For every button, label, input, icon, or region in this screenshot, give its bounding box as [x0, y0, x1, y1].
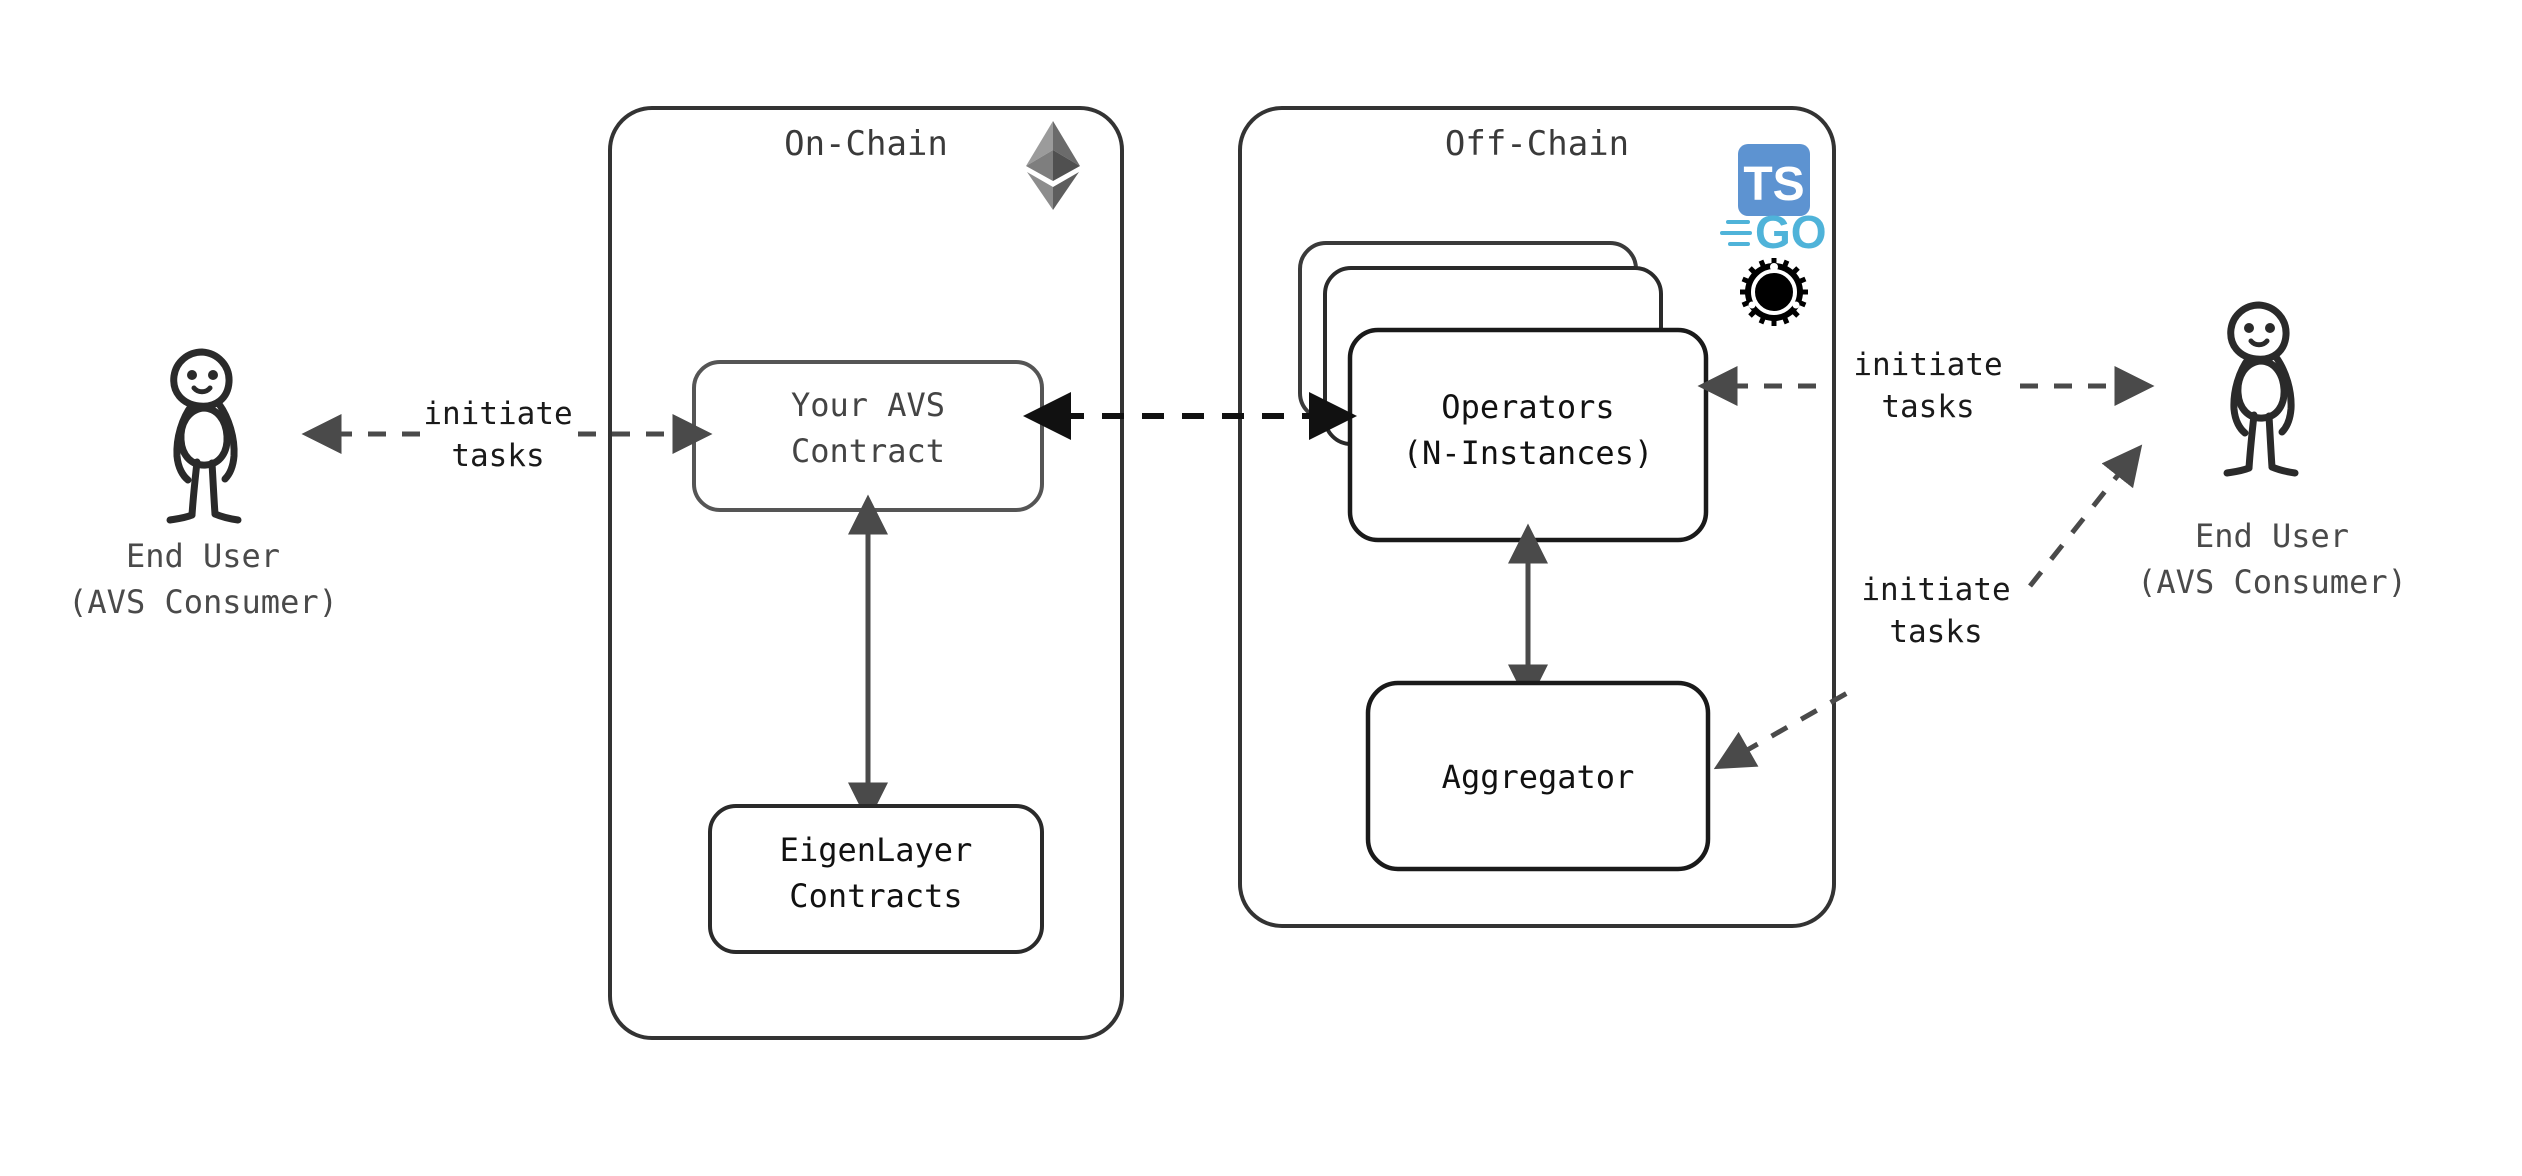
rust-logo-text: R — [1762, 275, 1786, 311]
go-logo: GO — [1720, 206, 1827, 258]
rust-logo: R — [1740, 258, 1808, 326]
actor-end-user-left-label-line2: (AVS Consumer) — [68, 583, 338, 621]
ethereum-logo — [1026, 121, 1080, 210]
node-avs-contract[interactable]: Your AVS Contract — [692, 360, 1044, 512]
rust-logo-gear — [1740, 258, 1808, 326]
node-operators-label-line1: Operators — [1441, 388, 1614, 426]
node-operators[interactable]: Operators (N-Instances) — [1298, 241, 1709, 543]
actor-end-user-right-label-line2: (AVS Consumer) — [2137, 563, 2407, 601]
node-eigenlayer-label-line2: Contracts — [789, 877, 962, 915]
go-logo-text: GO — [1755, 206, 1827, 258]
node-aggregator-label: Aggregator — [1442, 758, 1635, 796]
actor-end-user-left[interactable]: End User (AVS Consumer) — [68, 348, 338, 621]
node-aggregator-box[interactable] — [1365, 680, 1711, 872]
node-avs-contract-label-line1: Your AVS — [791, 386, 945, 424]
typescript-logo-bg — [1738, 144, 1810, 216]
edge-aggregator-to-user-right-label-line1: initiate — [1861, 572, 2010, 608]
edge-user-left-to-avs-label-line1: initiate — [423, 396, 572, 432]
actor-end-user-left-eye-left — [187, 370, 197, 380]
edge-aggregator-to-user-right-seg-upper — [2028, 444, 2143, 588]
edge-aggregator-to-user-right-label-line2: tasks — [1889, 614, 1982, 650]
panel-on-chain-title: On-Chain — [784, 124, 948, 164]
node-avs-contract-label-line2: Contract — [791, 432, 945, 470]
actor-end-user-right-eye-left — [2244, 323, 2254, 333]
edge-operators-to-user-right-label-line2: tasks — [1881, 389, 1974, 425]
node-eigenlayer-label-line1: EigenLayer — [780, 831, 973, 869]
typescript-logo-text: TS — [1743, 158, 1804, 211]
edge-user-left-to-avs-label-line2: tasks — [451, 438, 544, 474]
actor-end-user-right-eye-right — [2265, 323, 2275, 333]
edge-operators-to-user-right: initiate tasks — [1697, 347, 2155, 425]
actor-end-user-left-eye-right — [208, 370, 218, 380]
edge-aggregator-to-user-right-seg-lower — [1713, 685, 1858, 770]
panel-off-chain-title: Off-Chain — [1445, 124, 1629, 164]
edge-operators-to-user-right-label-line1: initiate — [1853, 347, 2002, 383]
node-eigenlayer-contracts[interactable]: EigenLayer Contracts — [708, 804, 1044, 954]
actor-end-user-right[interactable]: End User (AVS Consumer) — [2137, 301, 2407, 601]
actor-end-user-left-figure — [166, 348, 242, 524]
node-operators-label-line2: (N-Instances) — [1403, 434, 1653, 472]
actor-end-user-left-label-line1: End User — [126, 537, 280, 575]
actor-end-user-right-figure — [2223, 301, 2299, 477]
actor-end-user-right-label-line1: End User — [2195, 517, 2349, 555]
node-eigenlayer-contracts-box[interactable] — [708, 804, 1044, 954]
node-aggregator[interactable]: Aggregator — [1365, 680, 1711, 872]
typescript-logo: TS — [1738, 144, 1810, 216]
edge-aggregator-to-user-right: initiate tasks — [1713, 444, 2143, 770]
edge-user-left-to-avs: initiate tasks — [301, 396, 713, 474]
